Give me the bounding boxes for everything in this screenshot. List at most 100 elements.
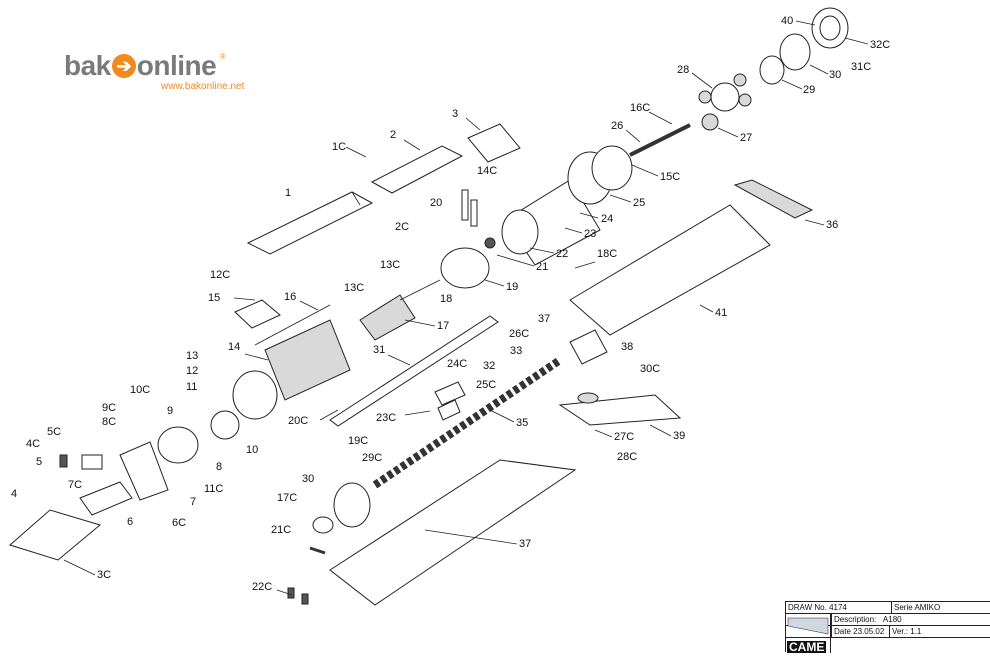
callout-8c: 8C — [102, 416, 116, 428]
callout-19c: 19C — [348, 435, 368, 447]
callout-32c: 32C — [870, 39, 890, 51]
callout-35: 35 — [516, 417, 528, 429]
callout-42: 40 — [781, 15, 793, 27]
brand-box: CAME — [786, 614, 831, 653]
callout-5c: 5C — [47, 426, 61, 438]
callout-31: 31 — [373, 344, 385, 356]
part-39-base-rail — [329, 459, 577, 606]
part-4-base-plate — [8, 509, 102, 561]
callout-26: 26 — [611, 120, 623, 132]
callout-4c: 4C — [26, 438, 40, 450]
callout-39: 37 — [519, 538, 531, 550]
callout-22c: 22C — [252, 581, 272, 593]
part-2-plate — [370, 145, 464, 194]
part-17-rotor — [359, 294, 416, 341]
part-36-end-cap — [733, 179, 814, 219]
callout-18: 18 — [440, 293, 452, 305]
part-17c-ring — [312, 516, 334, 534]
callout-3: 3 — [452, 108, 458, 120]
callout-15: 15 — [208, 292, 220, 304]
part-10-disc — [210, 410, 240, 440]
callout-2: 2 — [390, 129, 396, 141]
registered-mark: ® — [220, 52, 226, 61]
callout-13c: 13C — [380, 259, 400, 271]
callout-27c: 27C — [614, 431, 634, 443]
callout-4: 4 — [11, 488, 17, 500]
callout-36: 36 — [826, 219, 838, 231]
callout-40: 39 — [673, 430, 685, 442]
callout-11: 11 — [186, 381, 197, 393]
part-27-gear — [701, 113, 719, 131]
callout-9: 9 — [167, 405, 173, 417]
callout-23c: 23C — [376, 412, 396, 424]
callout-22: 22 — [556, 248, 568, 260]
date-cell: Date 23.05.02 — [831, 626, 889, 638]
description-cell: Description: A180 — [831, 614, 990, 626]
callout-33: 33 — [510, 345, 522, 357]
callout-25c: 25C — [476, 379, 496, 391]
callout-29: 29 — [803, 84, 815, 96]
callout-17c: 17C — [277, 492, 297, 504]
series-cell: Serie AMIKO — [891, 602, 990, 614]
callout-21c: 21C — [271, 524, 291, 536]
callout-37: 37 — [538, 313, 550, 325]
callout-20: 20 — [430, 197, 442, 209]
callout-13c-b: 13C — [344, 282, 364, 294]
part-5-screw — [59, 454, 68, 468]
part-32-slider — [434, 381, 466, 406]
title-row-3: Date 23.05.02 Ver.: 1.1 — [786, 626, 990, 638]
part-35-worm-screw — [372, 356, 563, 489]
callout-13: 13 — [186, 350, 198, 362]
callout-14c: 14C — [477, 165, 497, 177]
callout-12c: 12C — [210, 269, 230, 281]
part-37-nut-block — [569, 329, 608, 365]
callout-labels: 40 32C 31C 30 29 28 27 16C 26 15C 25 24 … — [11, 15, 890, 593]
callout-9c: 9C — [102, 402, 116, 414]
callout-1: 1 — [285, 187, 291, 199]
arrow-right-icon: ➔ — [111, 54, 136, 78]
callout-10: 10 — [246, 444, 258, 456]
part-13-end-bell — [232, 370, 278, 420]
bakonline-logo: bak➔online ® www.bakonline.net — [64, 50, 284, 98]
callout-7c: 7C — [68, 479, 82, 491]
callout-27: 27 — [740, 132, 752, 144]
callout-34: 30 — [302, 473, 314, 485]
part-3-cap — [467, 123, 521, 163]
callout-11c: 11C — [204, 483, 223, 495]
callout-21: 21 — [536, 261, 548, 273]
callout-29c: 29C — [362, 452, 382, 464]
callout-26c: 26C — [509, 328, 529, 340]
version-cell: Ver.: 1.1 — [889, 626, 990, 638]
part-20-pin — [461, 189, 469, 221]
brand-name: CAME — [787, 640, 827, 654]
callout-6: 6 — [127, 516, 133, 528]
callout-19: 19 — [506, 281, 518, 293]
callout-25: 25 — [633, 197, 645, 209]
callout-16c: 16C — [630, 102, 650, 114]
part-1-cover — [246, 191, 374, 255]
callout-7: 7 — [190, 496, 196, 508]
callout-20c: 20C — [288, 415, 308, 427]
callout-14: 14 — [228, 341, 240, 353]
logo-url: www.bakonline.net — [161, 81, 245, 92]
callout-32: 32 — [483, 360, 495, 372]
brand-graphic — [787, 617, 829, 635]
callout-12: 12 — [186, 365, 198, 377]
callout-38: 38 — [621, 341, 633, 353]
part-41-top-cover — [569, 204, 771, 336]
part-29-gear — [759, 55, 785, 85]
part-26-shaft — [629, 123, 691, 157]
callout-31c: 31C — [851, 61, 871, 73]
leader-lines — [63, 20, 869, 596]
callout-17: 17 — [437, 320, 449, 332]
part-30-ring — [779, 33, 811, 71]
callout-30: 30 — [829, 69, 841, 81]
callout-28c: 28C — [617, 451, 637, 463]
callout-30c: 30C — [640, 363, 660, 375]
part-6-bracket — [79, 481, 133, 516]
part-16-rod — [254, 304, 331, 346]
callout-18c: 18C — [597, 248, 617, 260]
callout-2c: 2C — [395, 221, 409, 233]
draw-no-cell: DRAW No. 4174 — [788, 603, 847, 612]
